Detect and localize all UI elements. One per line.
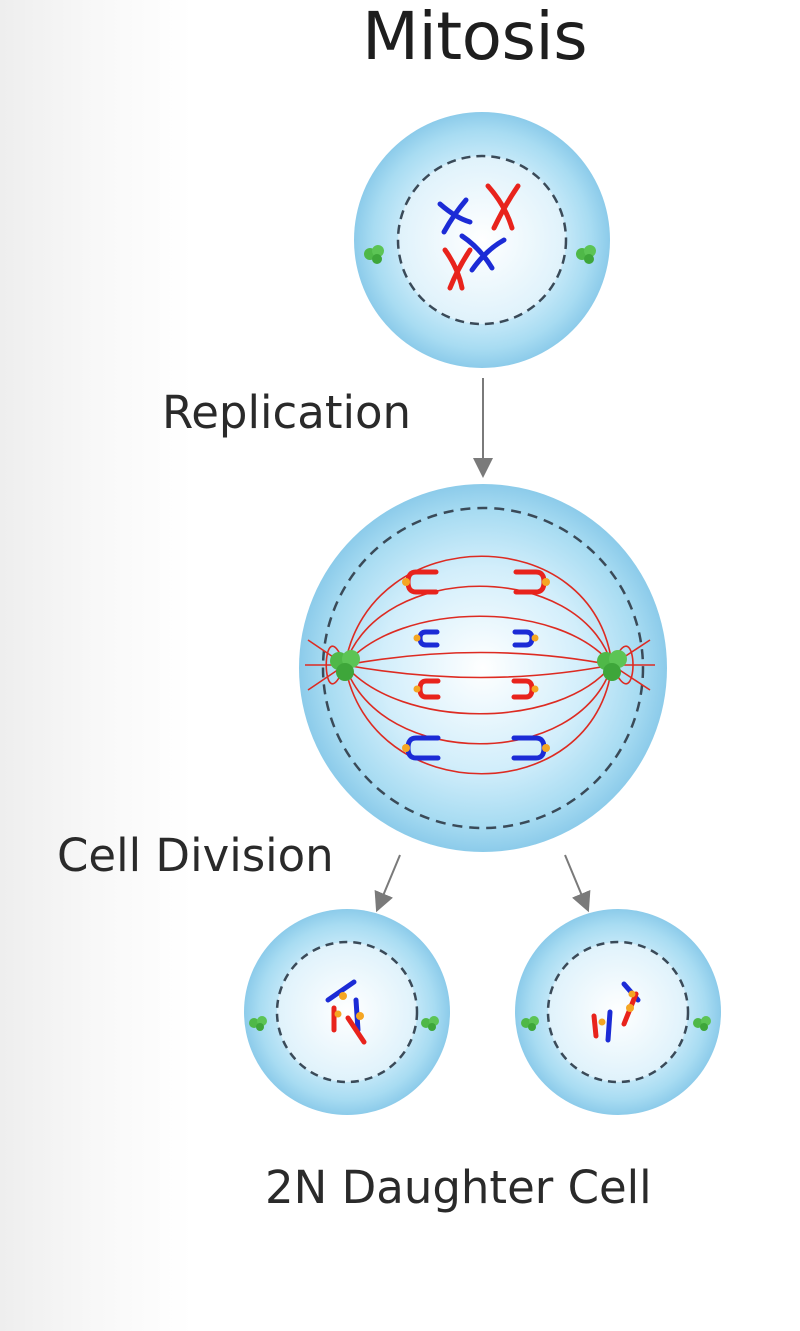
chromosome-blue-icon [437, 197, 507, 273]
centromere-dots [598, 990, 636, 1026]
centromere-dots [402, 578, 550, 752]
chromosome-red-icon [331, 1005, 367, 1045]
cell-division-label: Cell Division [57, 829, 334, 882]
replication-label: Replication [162, 386, 412, 439]
parent-nuclear-envelope [396, 154, 568, 326]
parent-cell [354, 112, 610, 368]
daughter-cell-label: 2N Daughter Cell [265, 1161, 652, 1214]
division-arrow-right [564, 854, 591, 913]
centrosome-icon [693, 1016, 711, 1031]
dividing-cell [299, 484, 667, 852]
chromosome-red-icon [442, 183, 521, 291]
diagram-title: Mitosis [362, 0, 588, 75]
dividing-cell-boundary [321, 506, 645, 830]
centrosome-icon [576, 245, 596, 264]
centrosome-icon [330, 650, 360, 681]
centrosome-icon [421, 1016, 439, 1031]
centrosome-icon [597, 650, 627, 681]
daughter-cell-right [515, 909, 721, 1115]
centrosome-icon [521, 1016, 539, 1031]
centromere-dots [334, 992, 364, 1020]
centrosome-icon [249, 1016, 267, 1031]
daughter-cell-left [244, 909, 450, 1115]
dividing-cytoplasm [299, 484, 667, 852]
spindle-fibers [305, 555, 655, 775]
centrosome-icon [364, 245, 384, 264]
division-arrow-left [374, 854, 401, 913]
